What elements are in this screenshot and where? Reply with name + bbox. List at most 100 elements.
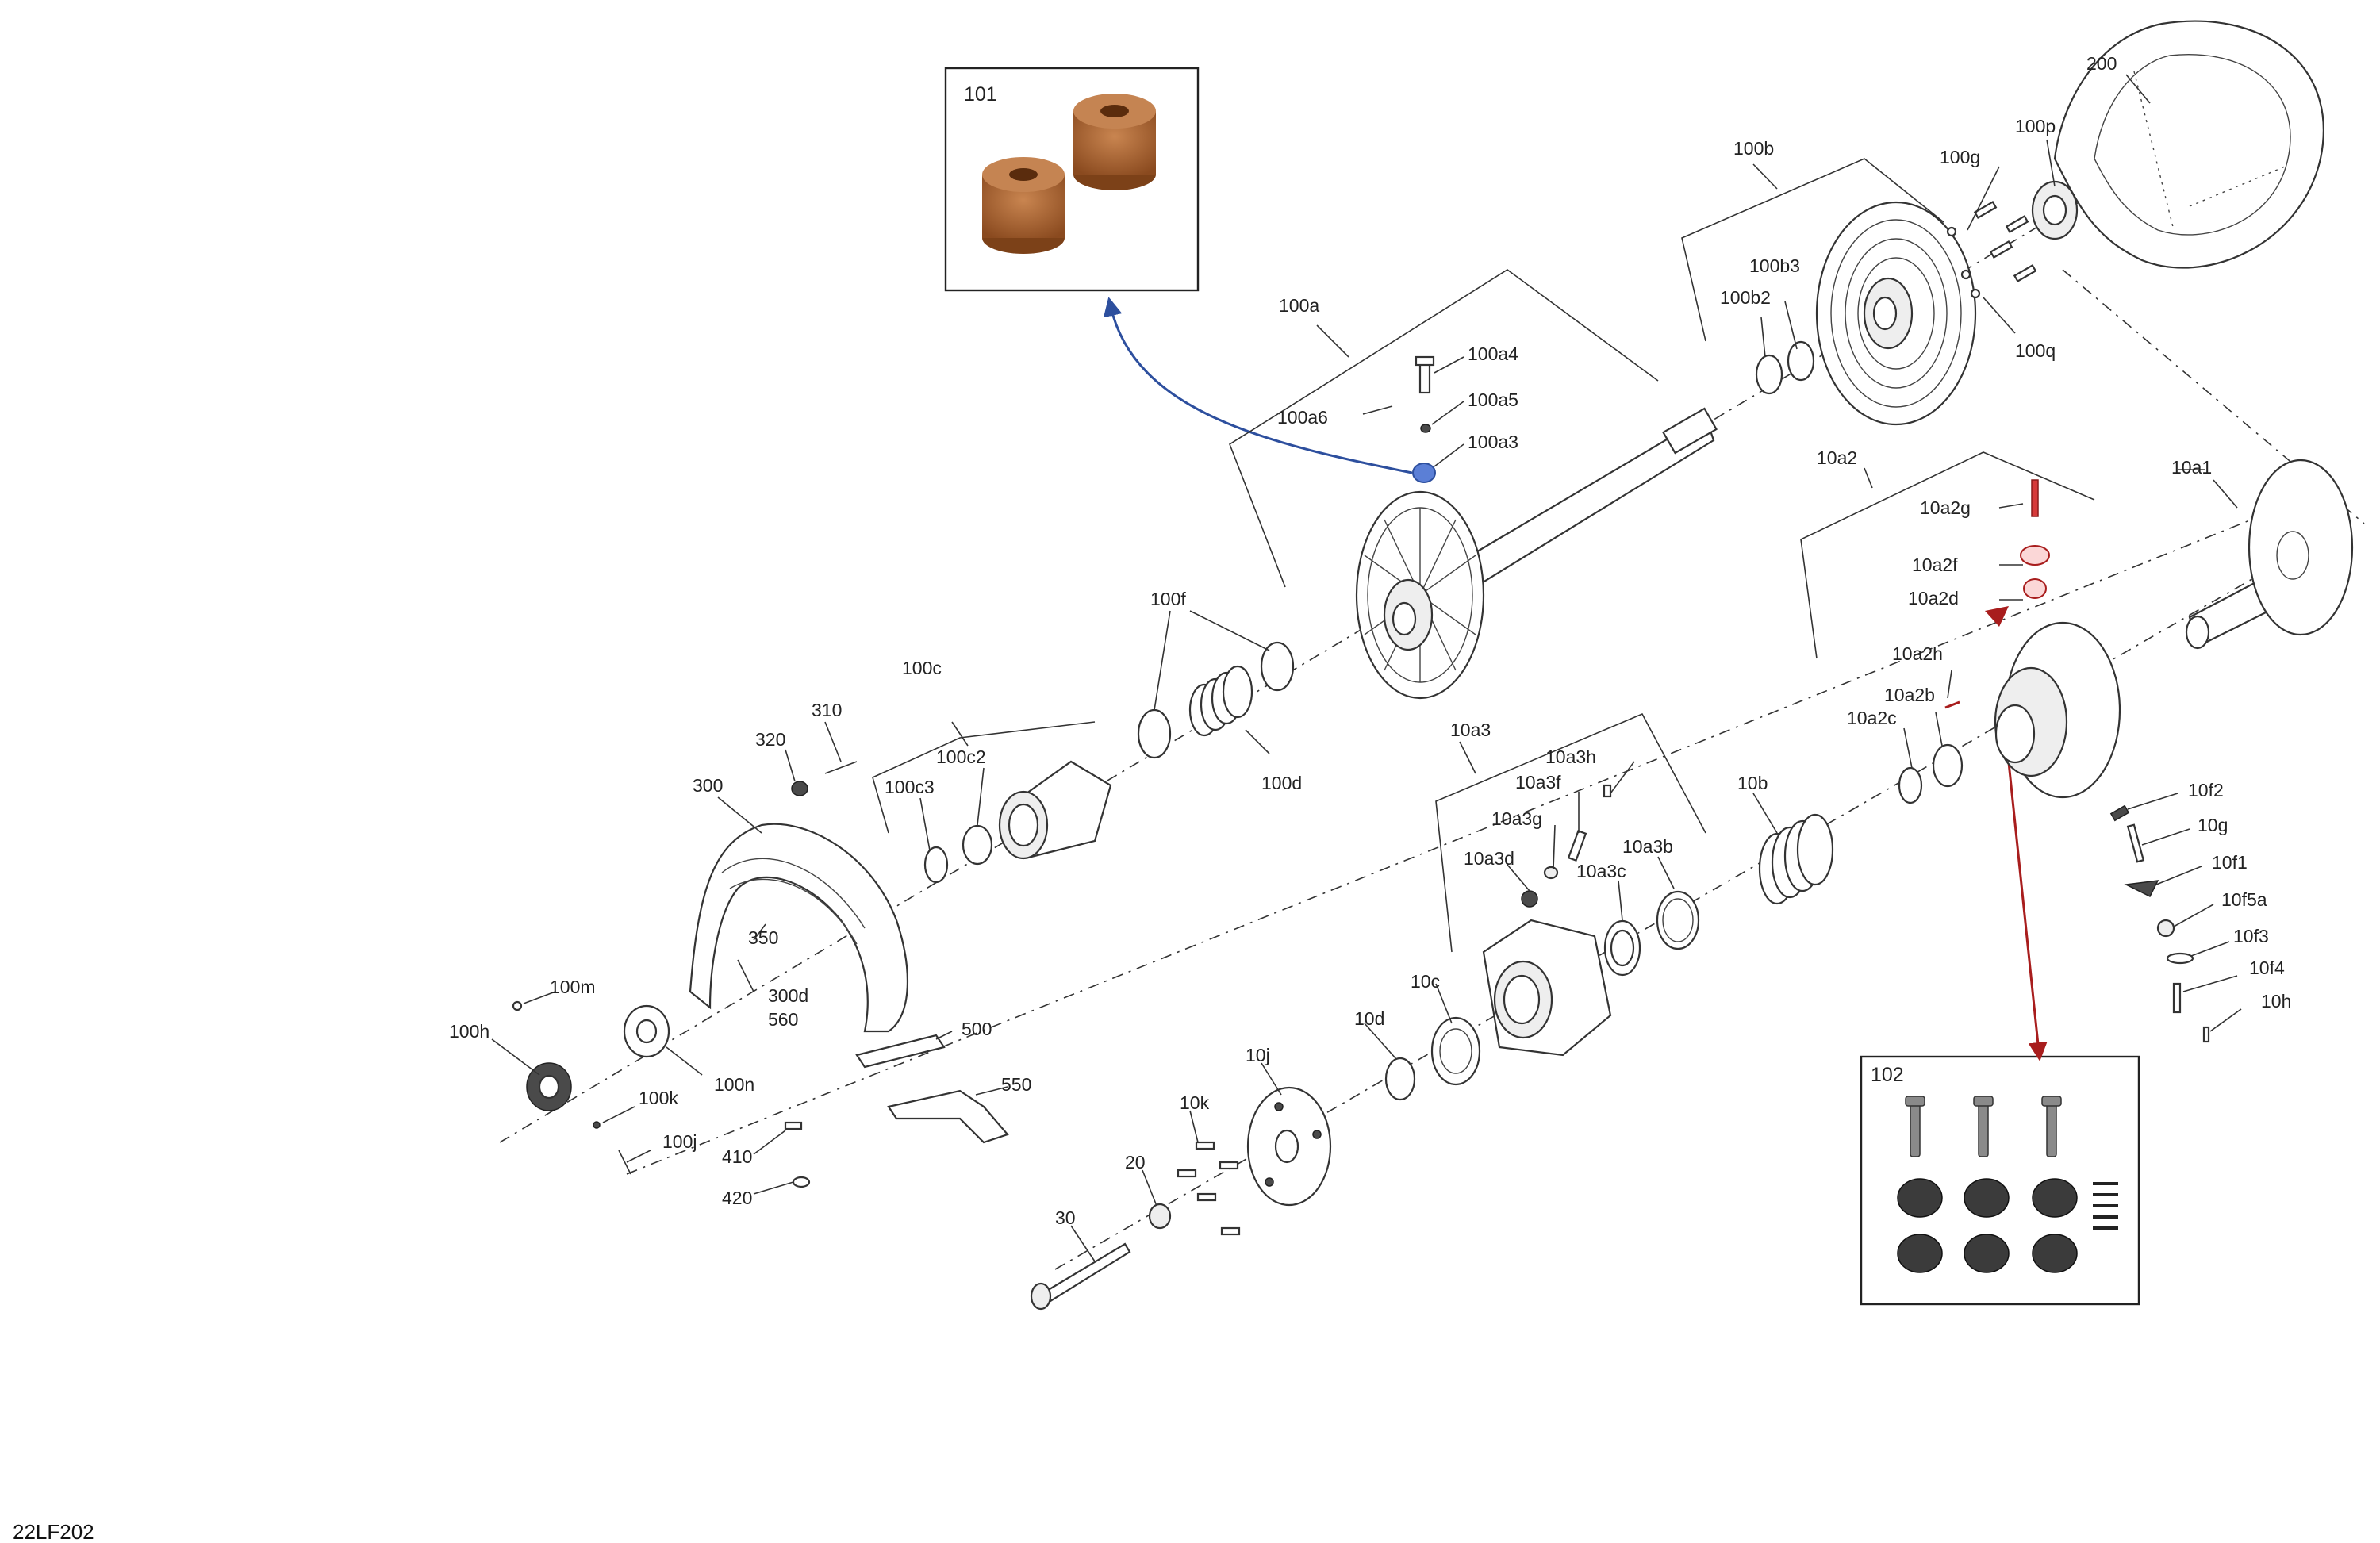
label-320: 320 [755, 729, 785, 750]
bushing-10a3c[interactable] [1603, 919, 1641, 977]
washer-100a5[interactable] [1420, 424, 1431, 433]
label-30: 30 [1055, 1207, 1076, 1228]
washer-10a2f[interactable] [2020, 545, 2050, 566]
label-10a2f: 10a2f [1912, 555, 1958, 575]
spider-10a3[interactable] [1482, 919, 1612, 1057]
washer-100n[interactable] [623, 1004, 670, 1058]
label-10a3c: 10a3c [1576, 861, 1626, 881]
label-500: 500 [962, 1019, 992, 1039]
label-10f5a: 10f5a [2221, 889, 2267, 910]
fixed-sheave-shaft-100a[interactable] [1355, 407, 1718, 700]
label-10a3g: 10a3g [1491, 808, 1542, 829]
label-200: 200 [2086, 53, 2117, 74]
fixed-sheave-10a1[interactable] [2185, 459, 2354, 650]
bolt-100a4[interactable] [1415, 355, 1435, 394]
callout-box-101[interactable]: 101 [944, 67, 1200, 292]
screws-100g[interactable] [1946, 201, 2037, 299]
label-10a2d: 10a2d [1908, 588, 1959, 608]
label-100a5: 100a5 [1468, 390, 1518, 410]
label-10a2c: 10a2c [1847, 708, 1897, 728]
washer-10a3g[interactable] [1543, 866, 1559, 880]
washer-100k[interactable] [593, 1121, 601, 1129]
label-350: 350 [748, 927, 778, 948]
pin-10a3f[interactable] [1567, 829, 1587, 862]
label-10a2h: 10a2h [1892, 643, 1943, 664]
pin-10a2h[interactable] [1944, 700, 1960, 709]
label-100h: 100h [449, 1021, 489, 1042]
box-101-label: 101 [964, 83, 997, 106]
bolt-310[interactable] [824, 761, 858, 774]
diagram-code: 22LF202 [13, 1520, 94, 1543]
ring-10a3b[interactable] [1656, 890, 1700, 950]
ring-10a2c[interactable] [1898, 766, 1923, 804]
bearing-100p[interactable] [2031, 180, 2079, 240]
bushing-10a2d[interactable] [2023, 578, 2047, 599]
label-20: 20 [1125, 1152, 1146, 1173]
label-10f3: 10f3 [2233, 926, 2269, 946]
bracket-550[interactable] [887, 1089, 1009, 1144]
label-300: 300 [693, 775, 723, 796]
label-310: 310 [812, 700, 842, 720]
spring-10b[interactable] [1758, 813, 1834, 905]
pin-100a6[interactable] [1362, 405, 1393, 415]
label-100a6: 100a6 [1277, 407, 1328, 428]
label-100a: 100a [1279, 295, 1319, 316]
washer-20[interactable] [1148, 1203, 1172, 1230]
label-10j: 10j [1246, 1045, 1270, 1065]
ring-100f[interactable] [1137, 641, 1295, 759]
belt-guard-300[interactable] [689, 823, 909, 1033]
red-callout-arrow [2006, 747, 2048, 1061]
label-10k: 10k [1180, 1092, 1210, 1113]
washer-420[interactable] [792, 1176, 811, 1188]
screw-10a3h[interactable] [1603, 784, 1612, 798]
roller-10a3d[interactable] [1521, 890, 1538, 908]
part-number-labels: 200 100b 100g 100p 100b3 100b2 100q 100a… [449, 53, 2291, 1228]
cam-100c[interactable] [998, 760, 1112, 860]
bracket-500[interactable] [855, 1034, 946, 1069]
roller-100a3[interactable] [1412, 463, 1436, 483]
ring-10d[interactable] [1384, 1057, 1416, 1101]
spring-100d[interactable] [1188, 665, 1253, 737]
label-10a2b: 10a2b [1884, 685, 1935, 705]
bushing-pair-image [982, 94, 1156, 254]
driven-sheave-100b[interactable] [1815, 201, 1977, 426]
cover-10j[interactable] [1246, 1086, 1332, 1207]
label-10f2: 10f2 [2188, 780, 2224, 800]
bolt-10a2g[interactable] [2031, 479, 2039, 517]
label-300d: 300d [768, 985, 808, 1006]
ring-100c3[interactable] [923, 846, 949, 884]
bearing-10c[interactable] [1430, 1016, 1481, 1086]
bolt-100j[interactable] [618, 1150, 631, 1175]
label-10b: 10b [1737, 773, 1768, 793]
leader-lines [491, 74, 2242, 1262]
bolt-30[interactable] [1030, 1242, 1131, 1311]
label-10f1: 10f1 [2212, 852, 2248, 873]
label-560: 560 [768, 1009, 798, 1030]
label-10a3b: 10a3b [1622, 836, 1673, 857]
blue-callout-arrow [1103, 297, 1413, 474]
callout-box-102[interactable]: 102 [1860, 1055, 2140, 1306]
screw-100m[interactable] [512, 1000, 523, 1011]
nut-100h[interactable] [526, 1062, 572, 1111]
label-100b3: 100b3 [1749, 255, 1800, 276]
label-10h: 10h [2261, 991, 2291, 1011]
bushing-100c2[interactable] [962, 824, 993, 866]
label-420: 420 [722, 1188, 752, 1208]
bushing-10a2b[interactable] [1932, 743, 1964, 788]
movable-sheave-10a2[interactable] [1994, 621, 2121, 799]
label-100p: 100p [2015, 116, 2056, 136]
label-100d: 100d [1261, 773, 1302, 793]
screws-10k[interactable] [1177, 1141, 1241, 1236]
drive-belt-200[interactable] [2053, 20, 2324, 269]
red-pointer [1985, 606, 2009, 627]
label-10a1: 10a1 [2171, 457, 2212, 478]
box-102-label: 102 [1871, 1064, 1904, 1086]
label-100b: 100b [1733, 138, 1774, 159]
hardware-10f-10g-10h[interactable] [2109, 804, 2210, 1043]
label-100q: 100q [2015, 340, 2056, 361]
nut-320[interactable] [791, 781, 808, 796]
label-100m: 100m [550, 977, 596, 997]
screw-410[interactable] [784, 1121, 803, 1130]
snap-rings-100b2-100b3[interactable] [1755, 340, 1815, 395]
